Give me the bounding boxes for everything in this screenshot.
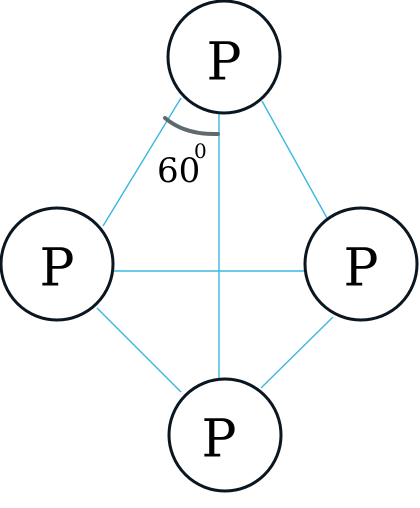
- edge-left-bottom: [96, 307, 182, 393]
- node-right-circle: [303, 206, 419, 322]
- node-left-circle: [0, 206, 115, 322]
- edge-right-bottom: [260, 316, 334, 389]
- node-bottom-circle: [167, 377, 283, 493]
- angle-arc: [163, 116, 220, 137]
- node-bottom-label: P: [202, 410, 237, 470]
- angle-value-label: 60: [157, 151, 200, 191]
- edge-top-right: [261, 100, 328, 219]
- edges: [96, 97, 334, 393]
- node-top-circle: [166, 0, 282, 115]
- angle-degree-superscript: 0: [194, 139, 207, 163]
- node-top: P: [166, 0, 282, 115]
- node-top-label: P: [207, 33, 242, 93]
- node-left: P: [0, 206, 115, 322]
- node-left-label: P: [40, 239, 75, 299]
- node-right: P: [303, 206, 419, 322]
- node-bottom: P: [167, 377, 283, 493]
- node-right-label: P: [344, 239, 379, 299]
